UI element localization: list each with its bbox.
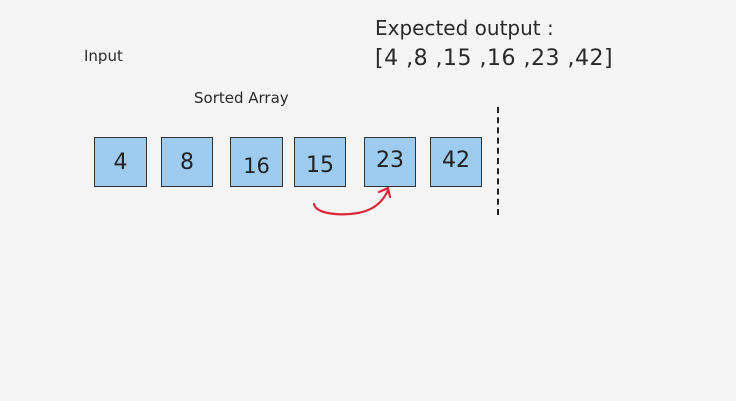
array-cell: 23 <box>364 137 416 187</box>
array-cell: 15 <box>294 137 346 187</box>
array-cell: 8 <box>161 137 213 187</box>
dashed-divider <box>497 107 499 215</box>
array-cell: 4 <box>94 137 147 187</box>
move-arrow-icon <box>312 186 392 216</box>
sorted-array-label: Sorted Array <box>194 89 289 107</box>
array-cell: 42 <box>430 137 482 187</box>
array-cell: 16 <box>230 137 283 187</box>
expected-output-value: [4 ,8 ,15 ,16 ,23 ,42] <box>375 46 614 71</box>
input-label: Input <box>84 47 123 65</box>
expected-output-title: Expected output : <box>375 16 554 40</box>
